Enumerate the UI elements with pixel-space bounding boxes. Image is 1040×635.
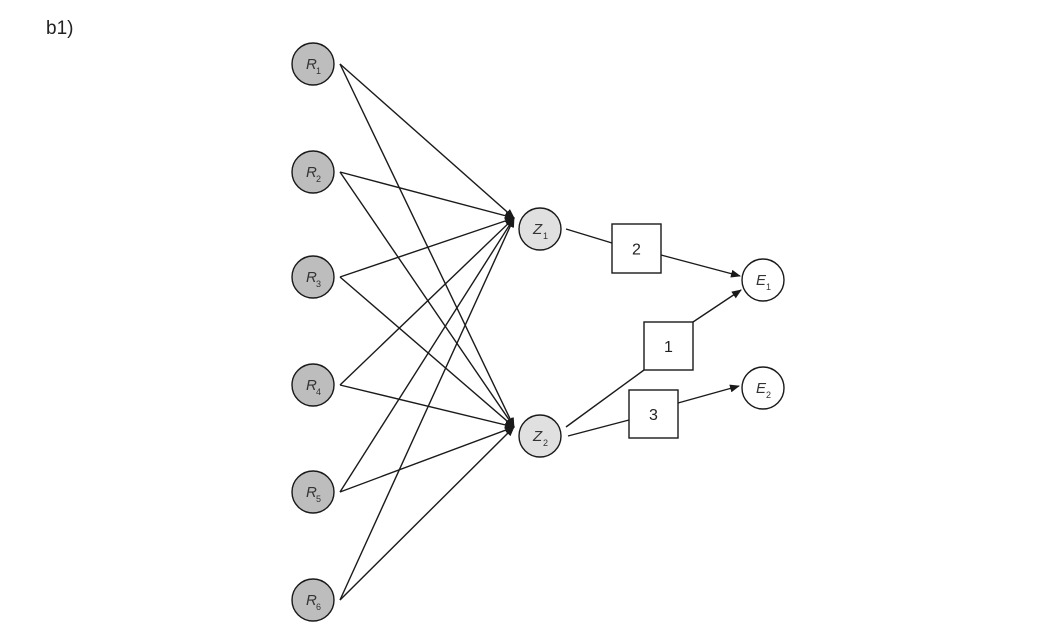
edge-z2-box3: [567, 419, 630, 437]
edge-r6-z2: [339, 426, 515, 601]
receptor-node-letter: R: [306, 164, 317, 181]
weight-box-label: 2: [632, 242, 641, 259]
edge-r3-z1: [339, 217, 515, 278]
receptor-node-letter: R: [306, 56, 317, 73]
hidden-node-circle: [518, 207, 562, 251]
edge-r2-z2: [339, 171, 515, 428]
output-node-circle: [741, 258, 785, 302]
output-node-circle: [741, 366, 785, 410]
weight-box-label: 3: [649, 407, 658, 424]
edge-r5-z2: [339, 426, 515, 493]
edge-box2-e1: [660, 254, 741, 278]
receptor-node-subscript: 5: [316, 494, 321, 504]
output-node-subscript: 2: [766, 390, 771, 400]
receptor-node-subscript: 4: [316, 387, 321, 397]
receptor-node-circle: [291, 255, 335, 299]
output-node-subscript: 1: [766, 282, 771, 292]
edge-z1-box2: [565, 228, 613, 244]
receptor-node-letter: R: [306, 484, 317, 501]
edge-r2-z1: [339, 171, 515, 220]
edge-z2-box1: [565, 369, 645, 428]
receptor-node-subscript: 2: [316, 174, 321, 184]
weight-box-rect: [643, 321, 694, 371]
hidden-node-letter: Z: [532, 428, 543, 445]
receptor-node-letter: R: [306, 377, 317, 394]
receptor-node-circle: [291, 363, 335, 407]
edge-r1-z2: [339, 63, 515, 428]
hidden-node-letter: Z: [532, 221, 543, 238]
weight-box-rect: [628, 389, 679, 439]
edge-r1-z1: [339, 63, 515, 219]
edge-r5-z1: [339, 217, 515, 493]
edge-r6-z1: [339, 217, 515, 601]
output-node-letter: E: [756, 380, 767, 397]
receptor-node-circle: [291, 470, 335, 514]
weight-box-3: 3: [628, 389, 679, 439]
receptor-node-subscript: 3: [316, 279, 321, 289]
receptor-node-subscript: 6: [316, 602, 321, 612]
hidden-node-subscript: 2: [543, 438, 548, 448]
edge-box1-e1: [692, 289, 742, 323]
receptor-node-circle: [291, 42, 335, 86]
edge-r4-z1: [339, 217, 515, 386]
weight-box-2: 2: [611, 223, 662, 274]
edges-layer: [339, 63, 742, 601]
hidden-node-circle: [518, 414, 562, 458]
edge-box3-e2: [677, 384, 740, 404]
receptor-node-circle: [291, 578, 335, 622]
receptor-node-circle: [291, 150, 335, 194]
receptor-node-letter: R: [306, 269, 317, 286]
hidden-node-subscript: 1: [543, 231, 548, 241]
output-node-letter: E: [756, 272, 767, 289]
panel-label: b1): [46, 18, 74, 39]
edge-r3-z2: [339, 276, 515, 428]
weight-box-label: 1: [664, 339, 673, 356]
receptor-node-subscript: 1: [316, 66, 321, 76]
edge-r4-z2: [339, 384, 515, 429]
weight-box-rect: [611, 223, 662, 274]
weight-box-1: 1: [643, 321, 694, 371]
receptor-node-letter: R: [306, 592, 317, 609]
